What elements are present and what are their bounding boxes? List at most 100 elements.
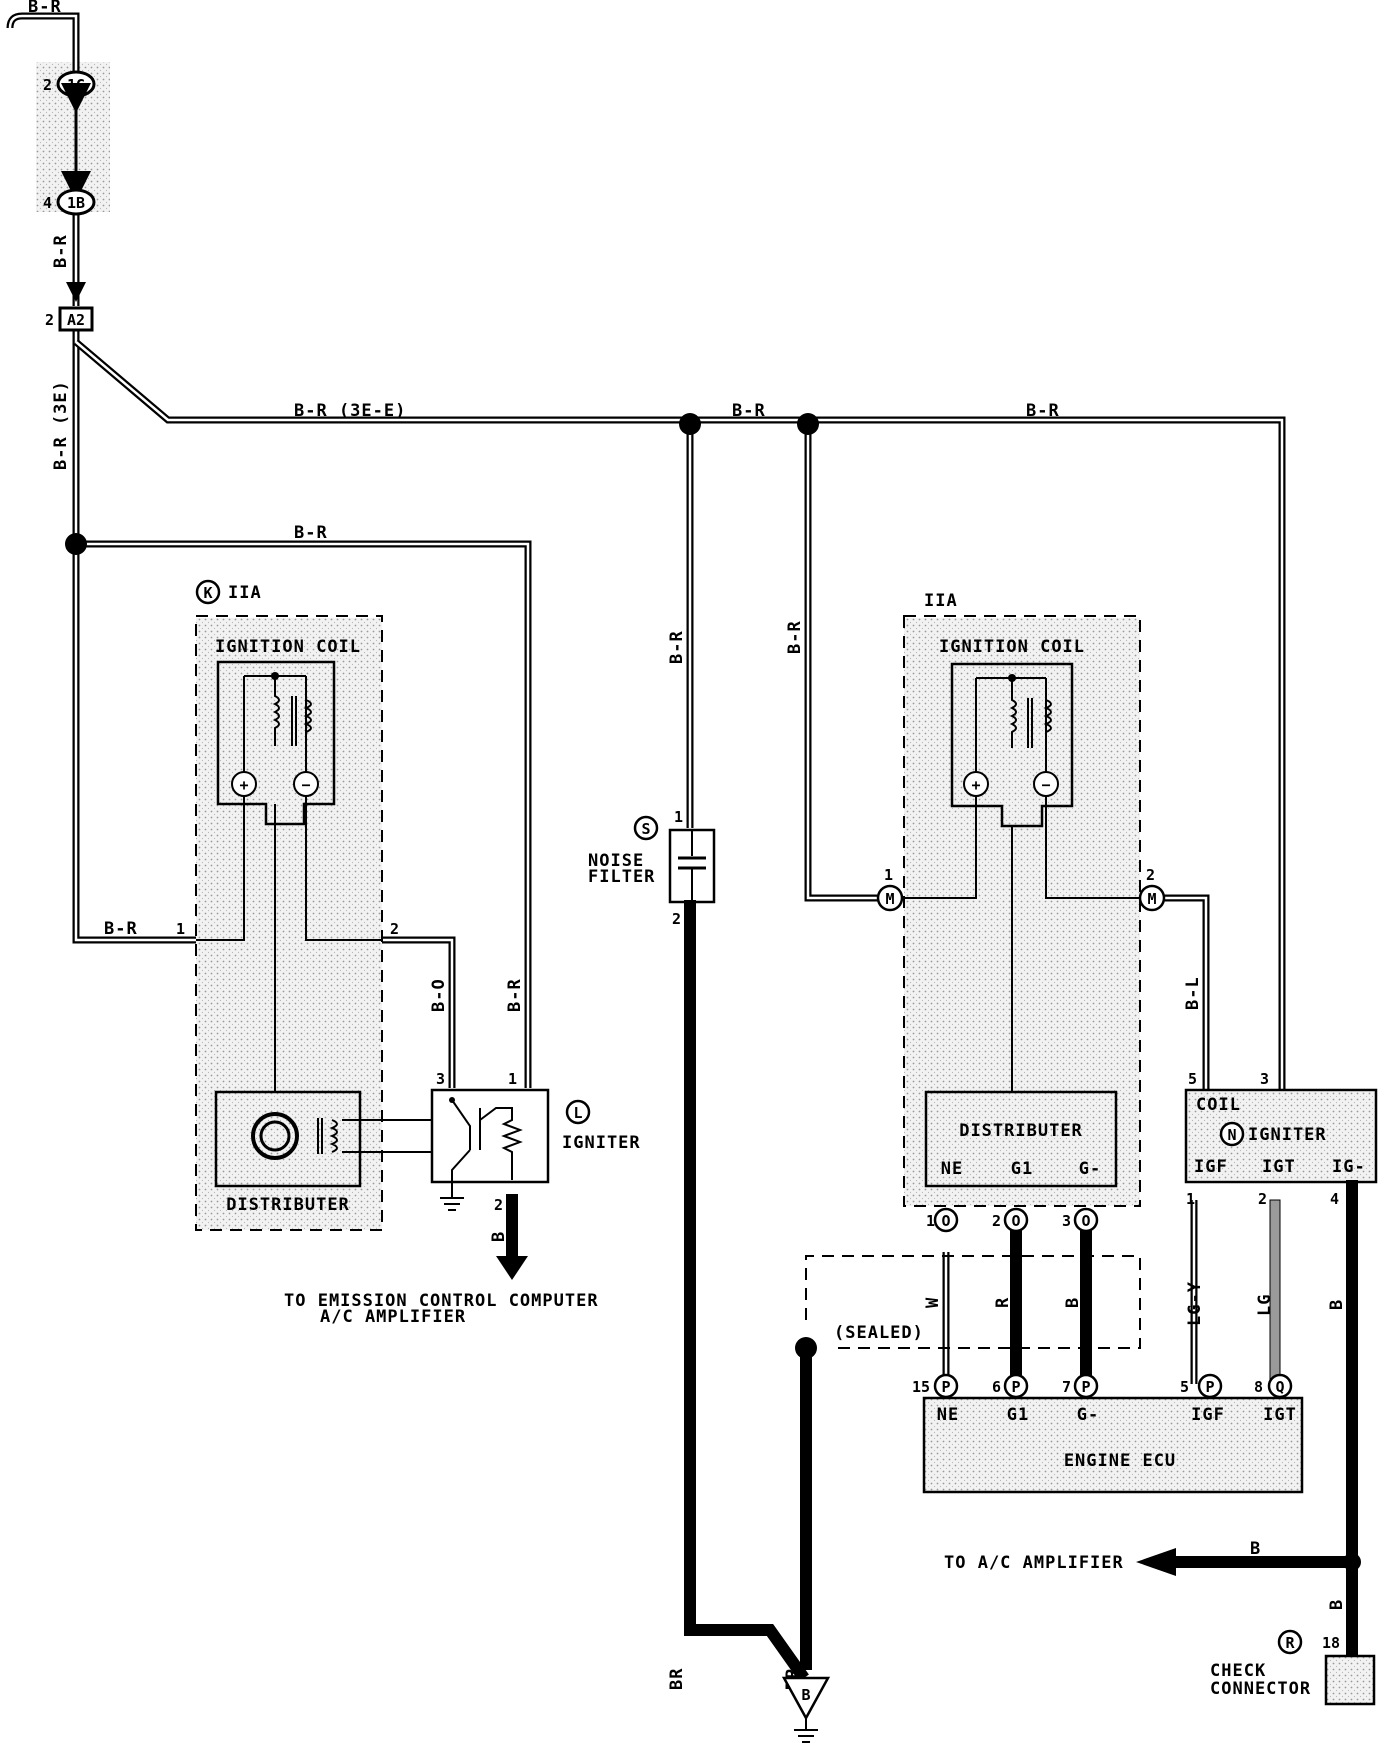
connector-label: CONNECTOR [1210,1679,1311,1699]
conn-1b-label: 1B [67,194,85,212]
wire-bl-label: B-L [1183,976,1203,1010]
ecu-g1-label: G1 [1007,1405,1029,1425]
wire-br-3ee-label: B-R (3E-E) [294,401,406,421]
connector-a2: A2 2 [45,306,94,332]
conn-p7-label: P [1081,1378,1090,1396]
pin-18: 18 [1322,1634,1340,1652]
ignition-coil-left-label: IGNITION COIL [215,637,361,657]
connector-1b: 1B 4 [43,188,96,216]
wire-b-ign-label: B [489,1231,509,1242]
wire-b-chk-label: B [1327,1599,1347,1610]
ground-b-label: B [801,1686,810,1704]
distributer-left-label: DISTRIBUTER [226,1195,350,1215]
conn-p5-label: P [1205,1378,1214,1396]
wire-lg-label: LG [1255,1294,1275,1316]
wire-bo-label: B-O [429,978,449,1012]
iia-left-label: IIA [228,583,262,603]
conn-p6-label: P [1011,1378,1020,1396]
wire-lg-shaded [1269,1199,1281,1385]
sealed-shield [805,1255,1141,1349]
ground-b: B [781,1676,831,1743]
conn-o2-label: O [1011,1212,1020,1230]
coil-minus-right: − [1041,776,1050,794]
wire-br-3e-label: B-R (3E) [51,380,71,470]
wire-br-mid-label: B-R [732,401,766,421]
to-ac-amp-left-label: A/C AMPLIFIER [320,1307,466,1327]
pin-7: 7 [1062,1378,1071,1396]
pin-5-ecu: 5 [1180,1378,1189,1396]
arrow-to-a2 [66,282,86,302]
pin-6: 6 [992,1378,1001,1396]
wire-br-filter-label: B-R [667,630,687,664]
conn-1g-pin: 2 [43,76,52,94]
igf-label: IGF [1194,1157,1228,1177]
conn-a2-label: A2 [67,311,85,329]
ignition-coil-right-label: IGNITION COIL [939,637,1085,657]
pin-i2: 2 [1258,1190,1267,1208]
pin-2-left: 2 [390,920,399,938]
thick-wires [506,900,1358,1682]
dist-g-minus-label: G- [1079,1159,1101,1179]
pin-o3: 3 [1062,1212,1071,1230]
pin-i4: 4 [1330,1190,1339,1208]
pin-8-ecu: 8 [1254,1378,1263,1396]
pin-m1: 1 [884,866,893,884]
igniter-right-label: IGNITER [1248,1125,1327,1145]
noise-label: NOISE [588,851,644,871]
connector-m1: M 1 [876,866,904,912]
iia-right-module: IIA IGNITION COIL + − DISTRIBUTER NE G1 … [903,591,1141,1207]
pin-15: 15 [912,1378,930,1396]
wire-br-left-low-label: B-R [104,919,138,939]
pin-1-ign: 1 [508,1070,517,1088]
filter-label: FILTER [588,867,655,887]
distributer-right-label: DISTRIBUTER [959,1121,1083,1141]
ecu-gm-label: G- [1077,1405,1099,1425]
igt-label: IGT [1262,1157,1296,1177]
iia-right-label: IIA [924,591,958,611]
conn-o3-label: O [1081,1212,1090,1230]
igniter-left: 3 1 L IGNITER 2 [430,1070,640,1214]
to-emission-label: TO EMISSION CONTROL COMPUTER [284,1291,599,1311]
wire-b-igm-label: B [1327,1299,1347,1310]
wire-b-ac-label: B [1250,1539,1261,1559]
dist-g1-label: G1 [1011,1159,1033,1179]
conn-o1-label: O [941,1212,950,1230]
mark-n: N [1227,1126,1236,1144]
coil-label: COIL [1196,1095,1241,1115]
pin-m2: 2 [1146,866,1155,884]
to-ac-amp-right-label: TO A/C AMPLIFIER [944,1553,1124,1573]
wire-br-right-label: B-R [1026,401,1060,421]
conn-1g-label: 1G [67,76,85,94]
igniter-right: 5 3 COIL N IGNITER IGF IGT IG- [1184,1070,1378,1184]
igniter-right-shade [1186,1092,1376,1180]
wire-b-g-label: B [1063,1297,1083,1308]
conn-q8-label: Q [1275,1378,1284,1396]
conn-1b-pin: 4 [43,194,52,212]
pin-5-coil: 5 [1188,1070,1197,1088]
wire-br-1-label: BR [667,1668,687,1690]
wire-br-a-label: B-R [51,234,71,268]
junction-dots [65,413,1361,1571]
arrow-to-emission [496,1256,528,1280]
noise-filter: B-R S NOISE FILTER 1 2 [588,630,716,928]
mark-r: R [1285,1634,1295,1652]
pin-3-ign: 3 [436,1070,445,1088]
coil-plus-right: + [971,776,980,794]
pin-2-ign: 2 [494,1196,503,1214]
wire-r-label: R [993,1297,1013,1308]
conn-m1-label: M [885,890,894,908]
pin-1-left: 1 [176,920,185,938]
engine-ecu: NE G1 G- IGF IGT ENGINE ECU [922,1396,1304,1494]
wire-br-ign-label: B-R [505,978,525,1012]
check-connector: R 18 CHECK CONNECTOR [1210,1629,1376,1706]
sealed-label: (SEALED) [834,1323,924,1343]
ig-minus-label: IG- [1332,1157,1366,1177]
mark-l: L [573,1104,582,1122]
pin-o2: 2 [992,1212,1001,1230]
b-r-double-wires [6,12,1286,1384]
arrow-to-ac-amp [1136,1548,1176,1576]
wire-br-coil-r-label: B-R [785,620,805,654]
iia-left-module: K IIA IGNITION COIL + − DISTRIBUTER [195,579,432,1231]
connectors-p-q: P 15 P 6 P 7 P 5 Q 8 [912,1373,1293,1399]
mark-k: K [203,584,212,602]
